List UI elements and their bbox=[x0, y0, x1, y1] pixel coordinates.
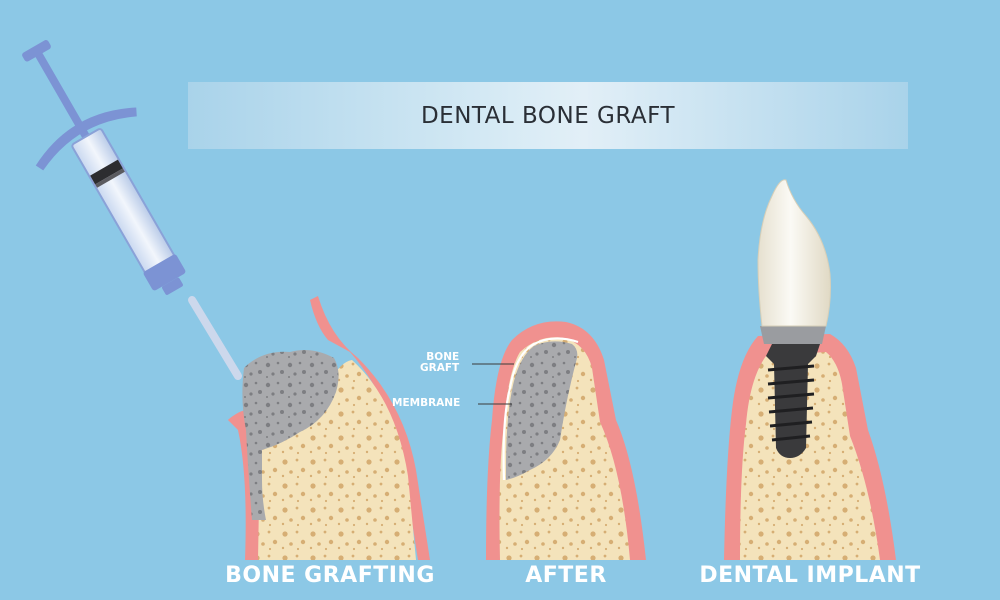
page-title: DENTAL BONE GRAFT bbox=[420, 102, 676, 129]
callout-bone-graft-line2: GRAFT bbox=[420, 362, 460, 374]
tooth-crown-icon bbox=[757, 179, 831, 327]
syringe-icon bbox=[22, 40, 242, 380]
implant-screw-icon bbox=[760, 326, 826, 458]
graft-material bbox=[242, 350, 339, 520]
callout-bone-graft: BONE GRAFT bbox=[420, 352, 459, 374]
title-banner: DENTAL BONE GRAFT bbox=[188, 82, 908, 149]
label-dental-implant: DENTAL IMPLANT bbox=[699, 563, 921, 588]
after-diagram bbox=[472, 321, 646, 560]
bone-grafting-diagram bbox=[228, 296, 430, 560]
label-bone-grafting: BONE GRAFTING bbox=[225, 563, 435, 588]
label-after: AFTER bbox=[525, 563, 607, 588]
bone-tissue bbox=[258, 360, 416, 560]
membrane-line bbox=[502, 337, 579, 481]
callout-bone-graft-line1: BONE bbox=[426, 351, 460, 363]
callout-membrane: MEMBRANE bbox=[392, 397, 461, 409]
dental-implant-diagram bbox=[724, 179, 896, 560]
graft-material bbox=[506, 341, 578, 480]
